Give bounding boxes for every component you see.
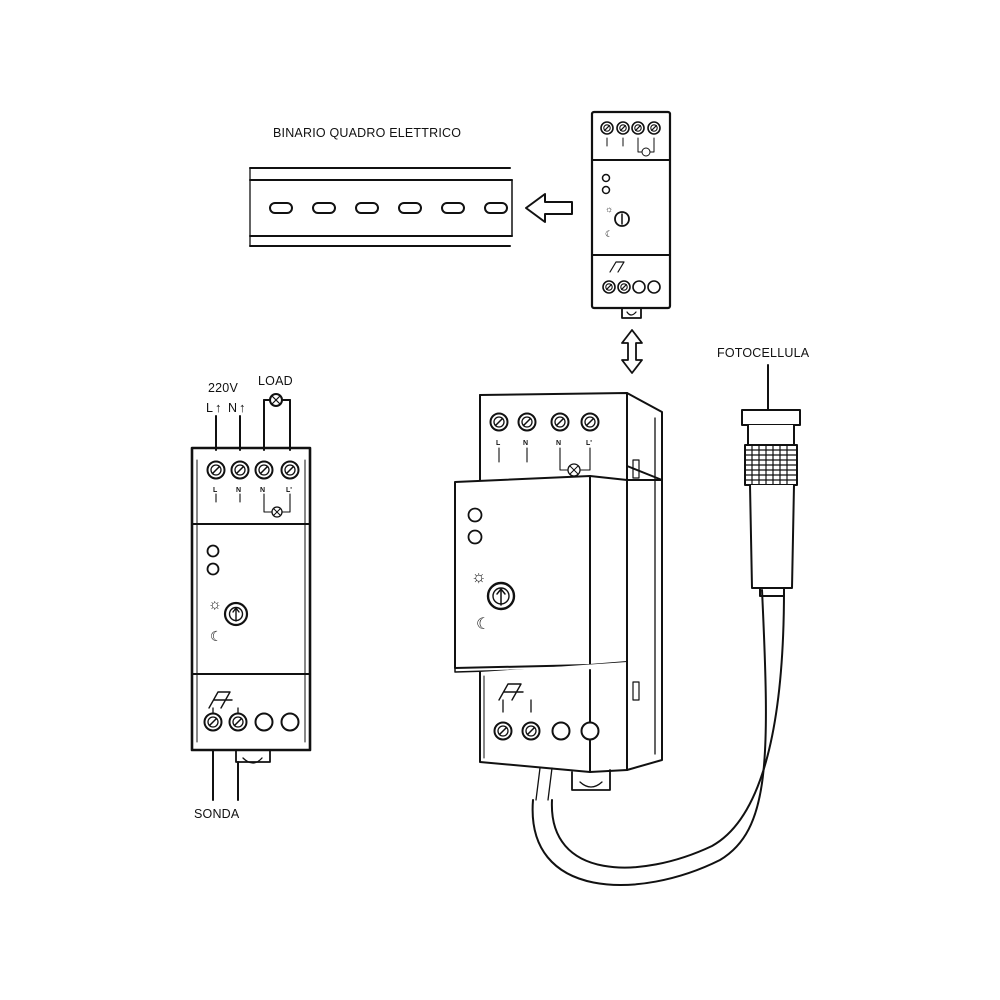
sun-icon-small: ☼: [605, 204, 613, 214]
moon-icon-small: ☾: [605, 229, 613, 239]
terminal-l-out: L': [286, 487, 292, 494]
sun-icon-3d: ☼: [471, 567, 487, 586]
photocell-label: FOTOCELLULA: [717, 346, 810, 360]
probe-symbol-icon: [208, 691, 233, 709]
terminal-n-out-3d: N: [556, 440, 561, 447]
phase-neutral-label: L ↑ N ↑: [206, 400, 246, 415]
terminal-n: N: [236, 487, 241, 494]
rail-slots: [269, 202, 508, 214]
terminal-n-3d: N: [523, 440, 528, 447]
moon-icon: ☾: [210, 628, 223, 644]
knob-icon: [223, 601, 249, 627]
svg-text:↑: ↑: [215, 400, 222, 415]
photocell: [741, 364, 801, 597]
voltage-label: 220V: [208, 381, 238, 395]
load-label: LOAD: [258, 374, 293, 388]
module-3d: L N N L' ☼ ☾: [454, 392, 663, 801]
photocell-cable: [531, 589, 785, 886]
arrow-updown-icon: [621, 329, 643, 374]
svg-text:↑: ↑: [239, 400, 246, 415]
svg-text:N: N: [228, 401, 237, 415]
lamp-icon-inner: [271, 506, 283, 518]
sun-icon: ☼: [208, 596, 222, 613]
module-small: ☼ ☾: [590, 110, 672, 319]
moon-icon-3d: ☾: [476, 616, 490, 633]
terminal-l-out-3d: L': [586, 440, 592, 447]
module-wiring: L N N L' ☼ ☾: [190, 393, 312, 801]
terminal-l: L: [213, 487, 218, 494]
din-rail: [249, 167, 513, 247]
arrow-left-icon: [525, 193, 573, 223]
knob-icon-3d: [486, 581, 516, 611]
terminal-n-out: N: [260, 487, 265, 494]
terminal-l-3d: L: [496, 440, 501, 447]
rail-label: BINARIO QUADRO ELETTRICO: [273, 126, 461, 140]
probe-label: SONDA: [194, 807, 240, 821]
svg-text:L: L: [206, 401, 213, 415]
lamp-icon: [269, 393, 283, 407]
